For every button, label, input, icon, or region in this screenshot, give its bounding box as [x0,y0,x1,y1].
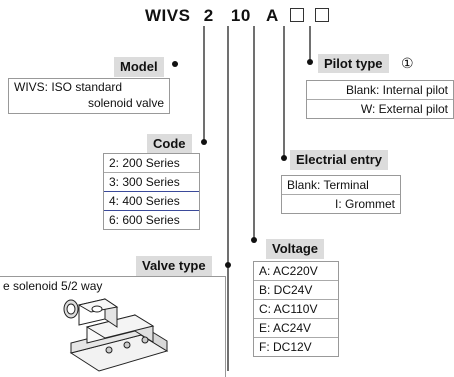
code-prefix: WIVS [145,6,191,25]
pilot-option: W: External pilot [307,99,453,118]
valve-type-label: Valve type [136,256,212,276]
code-box-pilot [315,8,330,22]
model-code: WIVS 2 10 A [145,6,330,26]
code-size: 10 [230,6,251,25]
electrical-option: I: Grommet [282,194,400,213]
code-option: 6: 600 Series [104,210,199,229]
voltage-option: F: DC12V [254,337,338,356]
solenoid-valve-illustration-icon [63,298,169,372]
dot-model [172,61,178,67]
voltage-options: A: AC220V B: DC24V C: AC110V E: AC24V F:… [253,261,339,357]
model-line-1: WIVS: ISO standard [14,80,123,94]
dot-electrical [281,155,287,161]
voltage-option: E: AC24V [254,318,338,337]
valve-type-description: e solenoid 5/2 way [3,279,103,293]
pilot-options: Blank: Internal pilot W: External pilot [306,80,454,119]
voltage-label: Voltage [266,239,324,259]
code-series: 2 [203,6,214,25]
model-box: WIVS: ISO standard solenoid valve [8,78,170,114]
dot-code [201,139,207,145]
voltage-option: B: DC24V [254,280,338,299]
voltage-option: C: AC110V [254,299,338,318]
pilot-label: Pilot type [318,54,389,73]
code-option: 3: 300 Series [104,172,199,191]
code-options: 2: 200 Series 3: 300 Series 4: 400 Serie… [103,153,200,230]
code-label: Code [147,134,192,154]
pilot-note: ① [400,55,414,71]
model-line-2: solenoid valve [87,96,164,110]
dot-valve-type [225,262,231,268]
pilot-header: Pilot type ① [318,54,414,73]
dot-voltage [251,237,257,243]
electrical-option: Blank: Terminal [287,178,369,192]
code-box-electrical [290,8,305,22]
code-voltage: A [266,6,279,25]
code-option: 2: 200 Series [109,156,180,170]
dot-pilot [307,59,313,65]
electrical-label: Electrial entry [290,150,388,170]
electrical-options: Blank: Terminal I: Grommet [281,175,401,214]
pilot-option: Blank: Internal pilot [345,83,448,97]
code-option: 4: 400 Series [104,191,199,210]
model-label: Model [114,57,164,77]
valve-type-box: e solenoid 5/2 way [0,276,226,377]
voltage-option: A: AC220V [259,264,318,278]
